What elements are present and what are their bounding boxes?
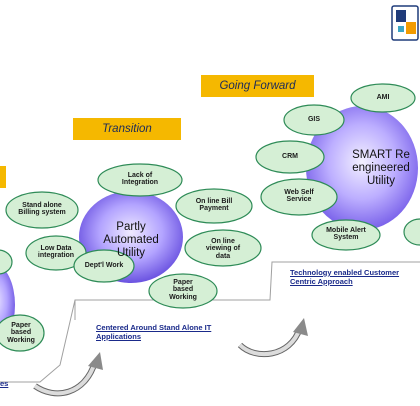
stage1-label-paper: Paper based Working xyxy=(7,322,35,344)
stage3-label-mobile: Mobile Alert System xyxy=(326,227,366,242)
stage2-center-label: Partly Automated Utility xyxy=(103,221,159,260)
stage2-label-viewing: On line viewing of data xyxy=(205,238,241,260)
stage2-bubble-lack xyxy=(97,163,183,197)
stage3-bubble-mobile xyxy=(311,219,381,251)
stage2-bubble-paper xyxy=(148,273,218,309)
stage1-banner xyxy=(0,166,6,188)
stage2-label-lowdata: Low Data integration xyxy=(37,245,75,260)
stage2-label-standalone: Stand alone Billing system xyxy=(18,202,66,217)
stage2-bubble-dept xyxy=(73,249,135,283)
stage1-bubble-top xyxy=(0,249,13,275)
stage3-label-gis: GIS xyxy=(307,116,321,123)
stage3-bubble-ami xyxy=(350,83,416,113)
stage3-center-label: SMART Re engineered Utility xyxy=(352,149,410,188)
stage2-bubble-bill xyxy=(175,188,253,224)
stage3-bubble-crm xyxy=(255,140,325,174)
staircase-lines xyxy=(0,261,420,383)
stage2-label-bill: On line Bill Payment xyxy=(195,198,233,213)
stage2-note: Centered Around Stand Alone IT Applicati… xyxy=(96,323,212,341)
stage3-label-crm: CRM xyxy=(282,153,298,160)
stage1-bubble-paper xyxy=(0,314,45,352)
stage3-bubble-gis xyxy=(283,104,345,136)
arrow-stage2-to-stage3 xyxy=(237,318,308,358)
stage3-bubble-partial xyxy=(403,218,420,246)
stage3-label-ami: AMI xyxy=(376,94,390,101)
banner-going-forward: Going Forward xyxy=(201,75,314,97)
stage2-bubble-viewing xyxy=(184,229,262,267)
stage2-label-dept: Dept'l Work xyxy=(84,262,124,269)
stage2-label-lack: Lack of Integration xyxy=(121,172,159,187)
stage2-bubble-standalone xyxy=(5,191,79,229)
stage3-note: Technology enabled Customer Centric Appr… xyxy=(290,268,400,286)
stage1-note: es xyxy=(0,379,9,388)
stage3-bubble-web xyxy=(260,178,338,216)
company-logo xyxy=(391,5,419,41)
stage3-label-web: Web Self Service xyxy=(284,189,314,204)
stage2-label-paper: Paper based Working xyxy=(169,279,197,301)
arrow-stage1-to-stage2 xyxy=(33,352,103,397)
banner-transition: Transition xyxy=(73,118,181,140)
